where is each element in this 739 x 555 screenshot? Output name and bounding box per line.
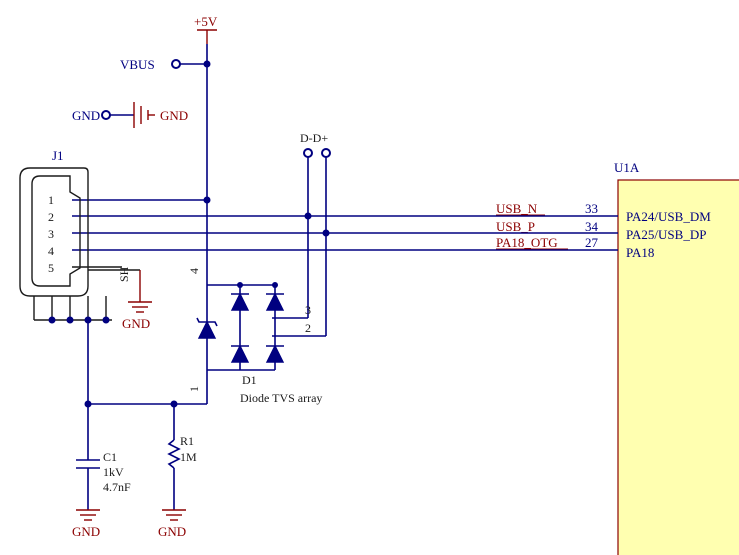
j1-ref: J1	[52, 148, 64, 163]
j1-outline-outer	[19, 167, 89, 297]
mcu-pin-num-1: 33	[585, 201, 598, 216]
d1-pin2: 2	[305, 321, 311, 335]
r1-gnd-label: GND	[158, 524, 186, 539]
junction-leg-4	[102, 316, 110, 324]
gnd-port[interactable]	[101, 110, 111, 120]
junction-vbus-line	[203, 196, 211, 204]
d1-zener-bar	[196, 317, 218, 327]
net-usb-n: USB_N	[496, 201, 538, 216]
vcc-label: +5V	[194, 14, 218, 29]
d1-diode-1	[230, 292, 250, 311]
gnd-right-label: GND	[160, 108, 188, 123]
c1-voltage: 1kV	[103, 465, 124, 479]
d1-zener	[197, 320, 217, 339]
probe-dplus-port[interactable]	[321, 148, 331, 158]
d1-pin3: 3	[305, 303, 311, 317]
net-otg: PA18_OTG	[496, 235, 558, 250]
junction-d1-a	[237, 282, 243, 288]
gnd-left-label: GND	[72, 108, 100, 123]
probe-dminus-port[interactable]	[303, 148, 313, 158]
junction-d1-b	[272, 282, 278, 288]
j1-pin-2: 2	[48, 210, 54, 224]
vbus-port[interactable]	[171, 59, 181, 69]
r1-value: 1M	[180, 450, 197, 464]
j1-shield-gnd-label: GND	[122, 316, 150, 331]
probe-label: D-D+	[300, 131, 328, 145]
j1-pin-1: 1	[48, 193, 54, 207]
j1-pin-3: 3	[48, 227, 54, 241]
net-usb-p: USB_P	[496, 219, 535, 234]
vbus-label: VBUS	[120, 57, 155, 72]
junction-leg-2	[66, 316, 74, 324]
j1-outline-inner	[31, 175, 81, 287]
mcu-pin-name-1: PA24/USB_DM	[626, 209, 711, 224]
d1-pin1: 1	[187, 386, 201, 392]
d1-desc: Diode TVS array	[240, 391, 322, 405]
j1-pin-5: 5	[48, 261, 54, 275]
j1-pin-4: 4	[48, 244, 54, 258]
d1-ref: D1	[242, 373, 257, 387]
r1-ref: R1	[180, 434, 194, 448]
r1-zigzag	[167, 439, 181, 469]
c1-capacitance: 4.7nF	[103, 480, 131, 494]
mcu-pin-num-3: 27	[585, 235, 599, 250]
mcu-pin-name-3: PA18	[626, 245, 654, 260]
mcu-ref: U1A	[614, 160, 640, 175]
c1-ref: C1	[103, 450, 117, 464]
mcu-pin-name-2: PA25/USB_DP	[626, 227, 706, 242]
c1-gnd-label: GND	[72, 524, 100, 539]
j1-shield-label: SH	[117, 266, 131, 282]
junction-leg-1	[48, 316, 56, 324]
d1-diode-3	[230, 344, 250, 363]
mcu-u1a-body	[617, 179, 739, 555]
junction-vbus	[203, 60, 211, 68]
d1-diode-2	[265, 292, 285, 311]
mcu-pin-num-2: 34	[585, 219, 599, 234]
d1-diode-4	[265, 344, 285, 363]
d1-pin4: 4	[187, 268, 201, 274]
